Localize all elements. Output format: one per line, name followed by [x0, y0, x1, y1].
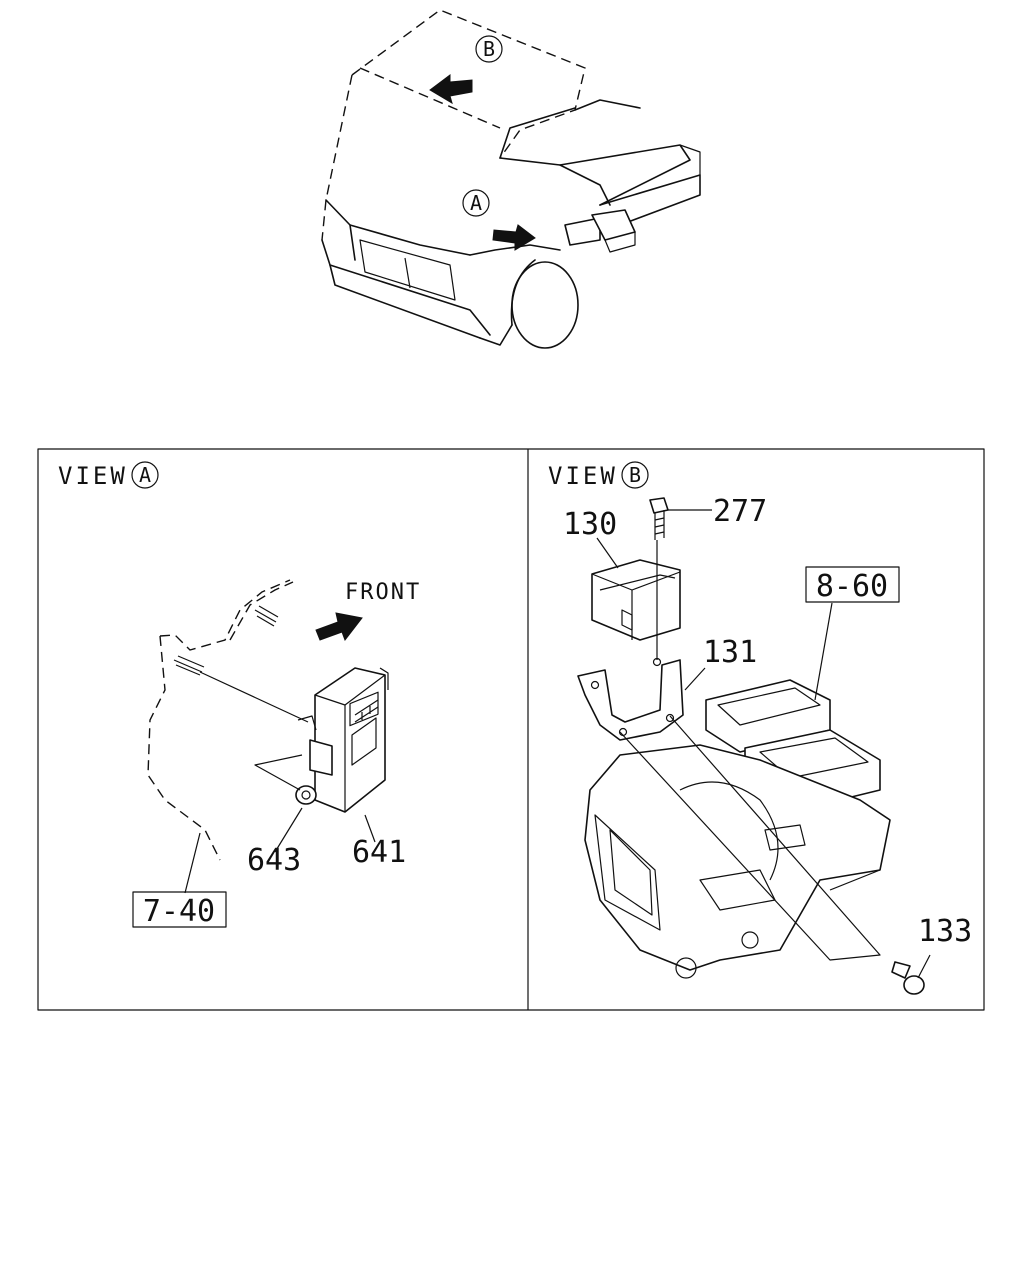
part-label-130: 130 [563, 507, 617, 542]
svg-text:VIEW: VIEW [58, 462, 128, 490]
marker-a: A [462, 189, 490, 217]
svg-text:7-40: 7-40 [143, 894, 215, 929]
view-b-illustration [577, 497, 931, 995]
truck-cab-illustration [321, 9, 701, 349]
view-a-illustration [147, 579, 389, 894]
part-label-643: 643 [247, 843, 301, 878]
front-arrow-icon [315, 612, 363, 642]
views-frame [37, 448, 985, 1011]
svg-text:8-60: 8-60 [816, 569, 888, 604]
marker-b: B [475, 35, 503, 63]
svg-text:A: A [470, 191, 482, 215]
svg-text:B: B [483, 37, 495, 61]
view-b-heading: VIEW B [548, 461, 649, 490]
part-label-277: 277 [713, 494, 767, 529]
ref-box-7-40: 7-40 [132, 891, 227, 929]
svg-text:A: A [139, 463, 151, 487]
svg-text:FRONT: FRONT [345, 580, 421, 605]
front-indicator: FRONT [315, 580, 421, 642]
arrow-a-icon [492, 224, 536, 251]
ref-box-8-60: 8-60 [805, 566, 900, 604]
part-label-641: 641 [352, 835, 406, 870]
part-label-131: 131 [703, 635, 757, 670]
svg-text:B: B [629, 463, 641, 487]
part-label-133: 133 [918, 914, 972, 949]
view-a-heading: VIEW A [58, 461, 159, 490]
arrow-b-icon [429, 74, 473, 105]
svg-text:VIEW: VIEW [548, 462, 618, 490]
